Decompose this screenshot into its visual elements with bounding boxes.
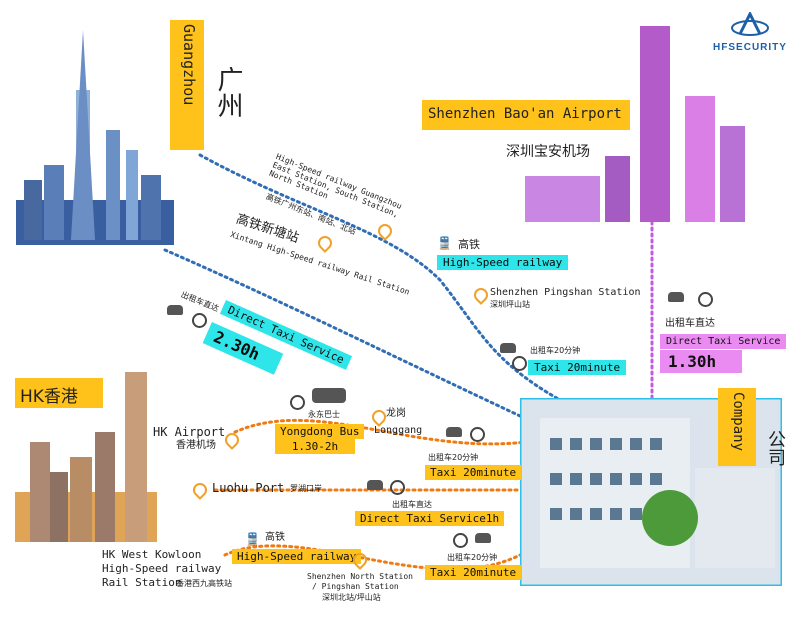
luohu-label-cn: 罗湖口岸 [290, 484, 322, 493]
bus-tag: Yongdong Bus [275, 424, 365, 439]
clock-icon [192, 313, 207, 328]
train-icon: 🚆 [245, 532, 260, 546]
train-icon: 🚆 [437, 236, 452, 250]
north-station-cn: 深圳北站/坪山站 [322, 593, 381, 602]
gz-taxi-cn: 出租车20分钟 [530, 346, 581, 355]
clock-icon [470, 427, 485, 442]
kowloon-label-1: HK West Kowloon [102, 548, 202, 561]
gz-hsr-tag: High-Speed railway [437, 255, 569, 270]
bus-cn: 永东巴士 [308, 410, 340, 419]
airport-name-en: Shenzhen Bao'an Airport [428, 106, 622, 122]
airport-name-cn: 深圳宝安机场 [506, 144, 590, 160]
gz-hsr-cn: 高铁 [458, 238, 480, 251]
pingshan-station-en: Shenzhen Pingshan Station [490, 287, 641, 298]
kowloon-hsr-cn: 高铁 [265, 532, 285, 543]
hk-name: HK香港 [20, 387, 78, 407]
taxi-icon [668, 292, 684, 302]
guangzhou-name-cn: 广州 [213, 66, 243, 118]
guangzhou-label-band [170, 20, 204, 150]
kowloon-label-2: High-Speed railway [102, 562, 222, 575]
taxi-icon [367, 480, 383, 490]
taxi-icon [167, 305, 183, 315]
kowloon-label-cn: 香港西九高铁站 [176, 579, 232, 588]
bus-time: 1.30-2h [275, 439, 355, 454]
clock-icon [698, 292, 713, 307]
north-station-en: Shenzhen North Station [307, 572, 413, 581]
hk-label-band [15, 378, 103, 408]
taxi-icon [475, 533, 491, 543]
brand-name: HFSECURITY [713, 42, 787, 53]
gz-hsr-route-line [198, 153, 562, 402]
north-station-en2: / Pingshan Station [312, 582, 399, 591]
hk-airport-route-line [233, 418, 542, 446]
company-label-band [718, 388, 756, 466]
gz-taxi-tag: Taxi 20minute [528, 360, 627, 375]
kowloon-taxi-cn: 出租车20分钟 [447, 553, 498, 562]
kowloon-taxi-tag: Taxi 20minute [425, 565, 522, 580]
taxi-icon [446, 427, 462, 437]
airport-direct-time: 1.30h [660, 350, 743, 373]
kowloon-label-3: Rail Station [102, 576, 182, 589]
luohu-direct-cn: 出租车直达 [392, 500, 432, 509]
airport-label-band [422, 100, 630, 130]
airport-direct-tag: Direct Taxi Service [660, 334, 787, 349]
longgang-en: Longgang [374, 425, 423, 436]
brand-logo: HFSECURITY [712, 10, 788, 53]
luohu-label-en: Luohu Port [212, 481, 285, 495]
clock-icon [453, 533, 468, 548]
clock-icon [390, 480, 405, 495]
logo-icon [731, 10, 769, 36]
company-name-en: Company [730, 392, 746, 452]
hk-airport-label-en: HK Airport [153, 425, 226, 439]
hk-airport-taxi-tag: Taxi 20minute [425, 465, 522, 480]
airport-direct-cn: 出租车直达 [665, 318, 715, 329]
clock-icon [290, 395, 305, 410]
hk-airport-taxi-cn: 出租车20分钟 [428, 453, 479, 462]
company-name-cn: 公司 [765, 430, 786, 466]
hk-airport-label-cn: 香港机场 [176, 440, 216, 451]
guangzhou-name-en: Guangzhou [180, 24, 198, 106]
kowloon-hsr-tag: High-Speed railway [232, 549, 362, 564]
shenzhen-city-image [525, 26, 750, 222]
guangzhou-city-image [16, 20, 174, 245]
pingshan-station-cn: 深圳坪山站 [490, 300, 530, 309]
clock-icon [512, 356, 527, 371]
hk-city-image [15, 372, 157, 542]
taxi-icon [500, 343, 516, 353]
bus-icon [312, 388, 346, 403]
luohu-direct-tag: Direct Taxi Service1h [355, 511, 505, 526]
longgang-cn: 龙岗 [386, 408, 406, 419]
gz-taxi-route-line [163, 248, 552, 432]
